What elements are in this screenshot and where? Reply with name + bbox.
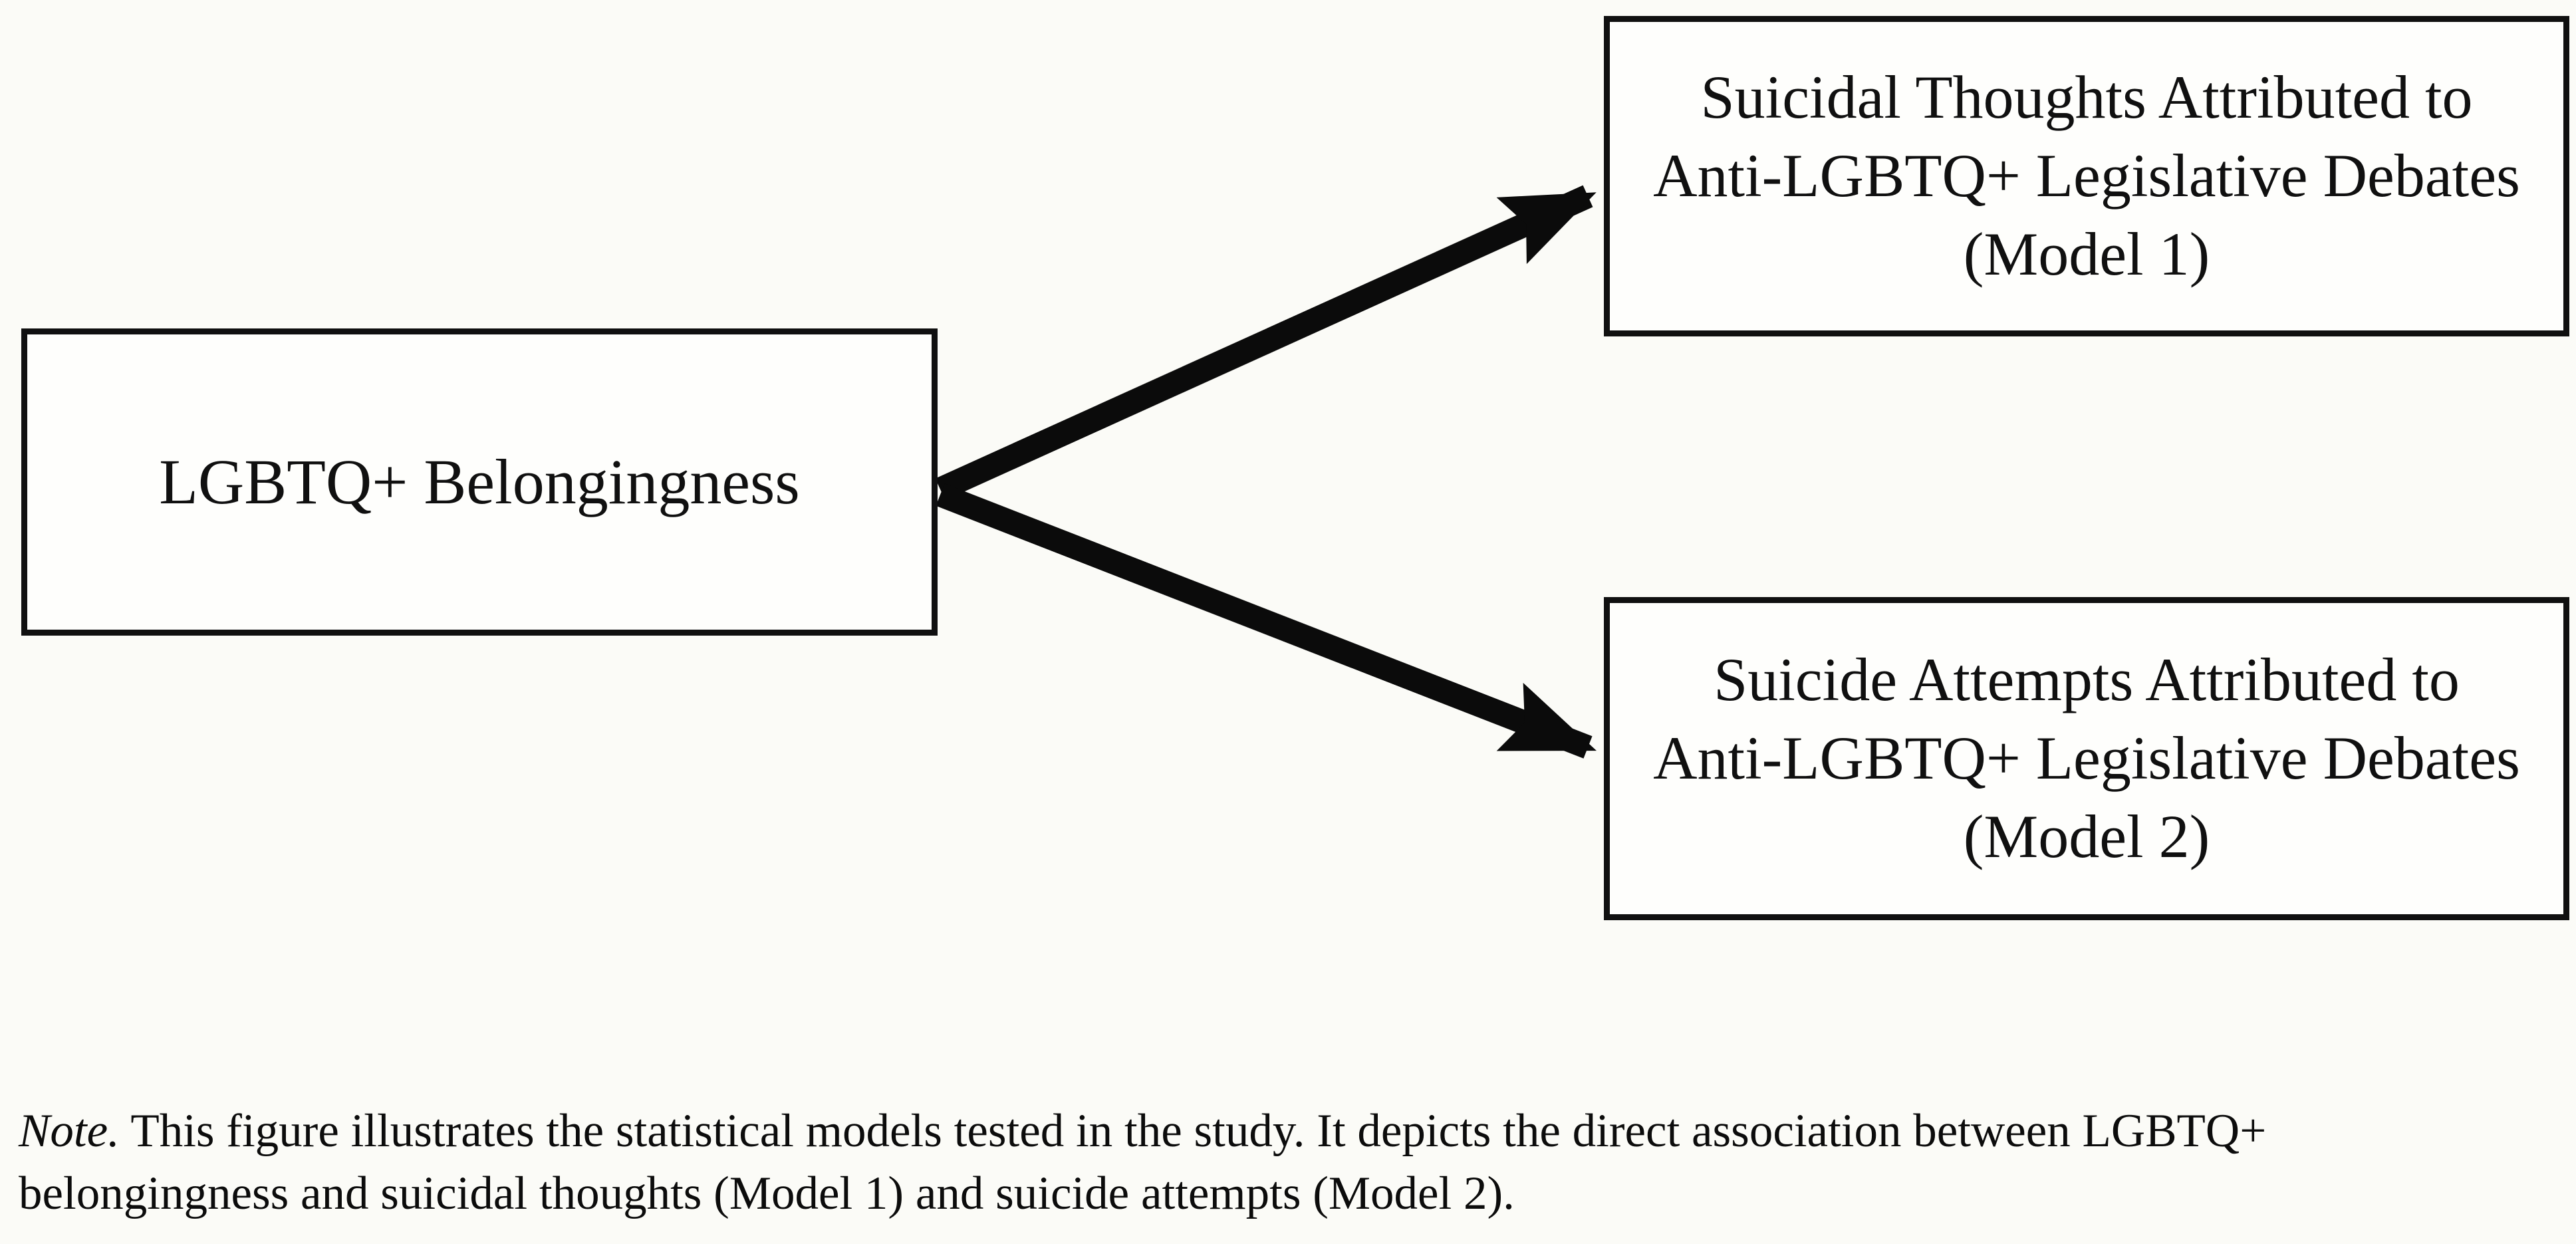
arrow-predictor-to-model2 [936, 483, 1597, 759]
model2-line-1: Suicide Attempts Attributed to [1714, 646, 2460, 714]
note-prefix: Note. [19, 1105, 120, 1157]
figure-note: Note. This figure illustrates the statis… [19, 1100, 2519, 1225]
model1-outcome-box: Suicidal Thoughts Attributed to Anti-LGB… [1604, 16, 2569, 336]
model1-line-1: Suicidal Thoughts Attributed to [1700, 63, 2473, 132]
model1-line-2: Anti-LGBTQ+ Legislative Debates [1653, 142, 2520, 210]
predictor-box: LGBTQ+ Belongingness [21, 328, 938, 636]
model2-line-3: (Model 2) [1963, 802, 2210, 870]
arrow-predictor-to-model1 [935, 185, 1597, 501]
note-text: This figure illustrates the statistical … [19, 1105, 2267, 1219]
model2-outcome-box: Suicide Attempts Attributed to Anti-LGBT… [1604, 597, 2569, 920]
model1-line-3: (Model 1) [1963, 219, 2210, 288]
model2-line-2: Anti-LGBTQ+ Legislative Debates [1653, 724, 2520, 793]
predictor-label: LGBTQ+ Belongingness [159, 446, 800, 518]
